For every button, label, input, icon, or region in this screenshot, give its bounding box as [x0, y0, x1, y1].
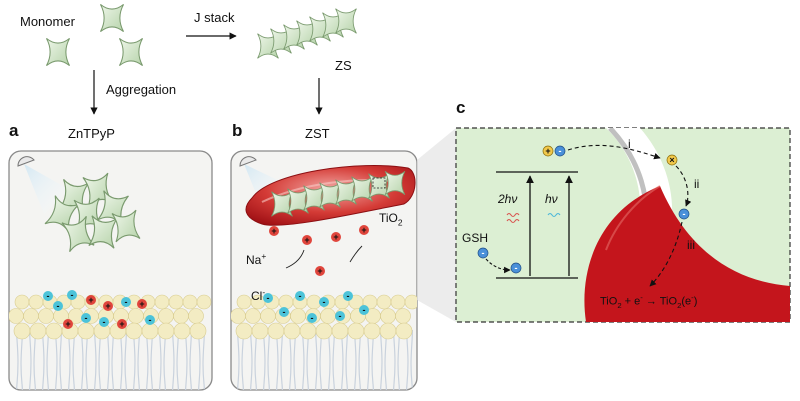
gsh-transfer-arrow	[485, 258, 511, 274]
zs-label: ZS	[335, 58, 352, 73]
svg-text:-: -	[125, 297, 128, 307]
step-i-label: i	[628, 137, 631, 151]
aggregation-label: Aggregation	[106, 82, 177, 97]
svg-text:-: -	[47, 291, 50, 301]
monomer-label: Monomer	[20, 14, 75, 29]
photon-2hv-icon	[506, 212, 520, 224]
transfer-arrow-i	[567, 144, 661, 160]
svg-text:-: -	[57, 301, 60, 311]
cl-label: Cl-	[251, 287, 266, 303]
j-stack-label: J stack	[194, 10, 235, 25]
photon-hv-icon	[547, 212, 561, 218]
light-lamp-icon	[17, 156, 35, 167]
svg-text:+: +	[139, 299, 144, 309]
gsh-label: GSH	[462, 231, 489, 245]
gsh-electron	[477, 247, 522, 274]
svg-text:-: -	[339, 311, 342, 321]
panel-a-label: a	[9, 121, 19, 140]
svg-text:+: +	[105, 301, 110, 311]
membrane-a: -++ -+- -++ ---	[9, 290, 212, 390]
svg-text:-: -	[515, 263, 518, 273]
svg-text:-: -	[347, 291, 350, 301]
svg-text:-: -	[267, 293, 270, 303]
zoom-marker	[372, 177, 386, 189]
svg-text:-: -	[85, 313, 88, 323]
na-label: Na+	[246, 251, 267, 267]
svg-text:-: -	[299, 291, 302, 301]
svg-text:-: -	[311, 313, 314, 323]
h-nu-label: hν	[545, 192, 558, 206]
svg-text:+: +	[317, 266, 322, 276]
step-iii-label: iii	[687, 238, 695, 252]
svg-text:+: +	[88, 295, 93, 305]
svg-text:+: +	[119, 319, 124, 329]
tio2-label: TiO2	[379, 211, 403, 228]
panel-b-label: b	[232, 121, 243, 140]
svg-text:+: +	[361, 225, 366, 235]
na-ions: + + + + +	[269, 225, 369, 276]
tio2-region	[584, 186, 790, 322]
svg-text:+: +	[304, 235, 309, 245]
two-h-nu-label: 2hν	[498, 192, 518, 206]
transfer-arrow-iii	[649, 221, 683, 287]
svg-text:-: -	[683, 209, 686, 219]
svg-text:+: +	[271, 226, 276, 236]
hole-electron-pair	[542, 145, 566, 157]
svg-text:-: -	[559, 146, 562, 156]
membrane-b: ---- ----	[231, 291, 417, 390]
zs-stack	[257, 8, 357, 59]
svg-text:-: -	[323, 297, 326, 307]
panel-c-label: c	[456, 98, 466, 117]
svg-text:-: -	[283, 307, 286, 317]
svg-text:+: +	[333, 232, 338, 242]
svg-text:+: +	[545, 146, 550, 156]
svg-text:-: -	[71, 290, 74, 300]
zoom-connector	[417, 128, 456, 322]
energy-diagram	[496, 171, 578, 279]
svg-text:-: -	[103, 317, 106, 327]
step-ii-label: ii	[694, 177, 700, 191]
transfer-arrow-ii	[675, 165, 692, 207]
svg-text:-: -	[482, 248, 485, 258]
svg-text:+: +	[65, 319, 70, 329]
svg-text:-: -	[149, 315, 152, 325]
zst-label: ZST	[305, 126, 330, 141]
light-lamp-icon	[239, 156, 257, 167]
zntpyp-label: ZnTPyP	[68, 126, 115, 141]
reduction-equation: TiO2 + e- → TiO2(e-)	[600, 293, 698, 310]
svg-text:×: ×	[669, 155, 674, 165]
svg-text:-: -	[363, 305, 366, 315]
